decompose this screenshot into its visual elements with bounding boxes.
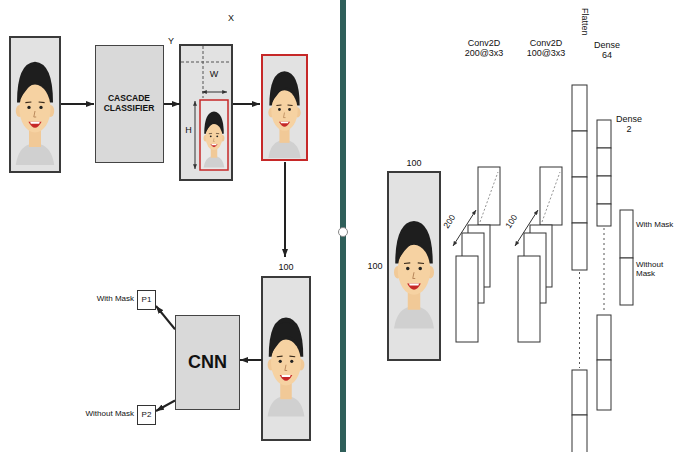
width-arrow: [202, 92, 227, 93]
detection-image: XYWH: [180, 45, 232, 180]
flow-arrow: [61, 103, 94, 105]
text-holder: With Mask: [636, 220, 678, 229]
neuron-cell: [597, 120, 611, 148]
text-holder: 200: [440, 211, 459, 233]
input-image-frame: [10, 37, 60, 172]
text-holder: With Mask: [70, 294, 134, 303]
feature-map: [478, 167, 500, 225]
dimension-label: 100: [367, 261, 382, 271]
layer-label: Dense 64: [594, 40, 620, 60]
class-label: With Mask: [636, 220, 673, 229]
flow-arrow: [164, 103, 181, 105]
feature-map: [456, 256, 478, 342]
flow-arrow: [240, 359, 262, 361]
flow-arrow: [156, 401, 175, 412]
text-holder: 100: [366, 261, 384, 271]
depth-label: 200: [441, 213, 457, 230]
output-name: P1: [142, 295, 152, 304]
depth-arrow: [453, 210, 476, 246]
face-image: 100: [262, 277, 310, 440]
face-picture: [268, 71, 300, 158]
ellipsis-line: [579, 272, 580, 368]
output-name: P2: [142, 410, 152, 419]
neuron-cell: [572, 177, 587, 223]
input-image-frame: [388, 172, 440, 360]
dimension-label: 100: [278, 262, 293, 272]
resized-face-frame: [262, 277, 310, 440]
cnn-box: CNN: [175, 315, 240, 410]
axis-label: Y: [168, 36, 174, 46]
dashed-guide: [181, 62, 230, 63]
class-label: Without Mask: [636, 260, 663, 278]
text-holder: Conv2D 100@3x3: [524, 38, 568, 59]
neuron-cell: [572, 370, 587, 415]
feature-map: [540, 167, 562, 225]
classifier-box: CASCADE CLASSIFIER: [95, 45, 164, 163]
ellipsis-line: [604, 228, 605, 313]
cropped-face-frame: [262, 55, 307, 160]
text-holder: W: [208, 69, 220, 79]
height-arrow: [195, 101, 196, 169]
text-holder: 100: [404, 158, 424, 168]
axis-label: X: [228, 13, 234, 23]
neuron-cell: [597, 204, 611, 226]
layer-label: Flatten: [580, 8, 590, 36]
depth-label: 100: [503, 213, 519, 230]
text-holder: Without Mask: [70, 409, 134, 418]
depth-arrow: [515, 210, 538, 246]
face-picture: [204, 112, 225, 168]
layer-label: Conv2D 100@3x3: [527, 38, 566, 58]
divider-handle: [339, 228, 348, 237]
neuron-cell: [620, 258, 633, 305]
text-holder: Dense 64: [592, 40, 622, 61]
face-picture: [16, 62, 54, 165]
dashed-guide: [542, 172, 560, 222]
neuron-cell: [597, 360, 611, 410]
dashed-guide: [203, 46, 204, 98]
neuron-cell: [572, 415, 587, 452]
layer-label: Conv2D 200@3x3: [465, 38, 504, 58]
panel-divider: [340, 0, 346, 452]
feature-map: [518, 256, 540, 342]
detection-rectangle: [200, 100, 228, 170]
axis-label: H: [185, 125, 192, 135]
neuron-cell: [572, 223, 587, 270]
text-holder: Dense 2: [614, 114, 644, 135]
face-picture: [268, 318, 305, 417]
neuron-cell: [597, 176, 611, 204]
neuron-cell: [572, 131, 587, 177]
text-holder: X: [224, 13, 238, 23]
box-title: CASCADE CLASSIFIER: [99, 94, 160, 114]
neuron-cell: [572, 85, 587, 131]
neuron-cell: [620, 210, 633, 258]
layer-label: Dense 2: [616, 114, 642, 134]
flow-arrow: [284, 162, 286, 257]
text-holder: Flatten: [580, 8, 590, 36]
dashed-guide: [480, 172, 498, 222]
dimension-label: 100: [406, 158, 421, 168]
text-holder: Conv2D 200@3x3: [462, 38, 506, 59]
detection-image-frame: [180, 45, 232, 180]
text-holder: Y: [165, 36, 177, 46]
text-holder: 100: [502, 211, 521, 233]
class-label: With Mask: [97, 294, 134, 303]
neuron-cell: [597, 148, 611, 176]
text-holder: 100: [274, 262, 298, 272]
output-box: P1: [137, 290, 156, 310]
text-holder: Without Mask: [636, 260, 678, 278]
axis-label: W: [210, 69, 219, 79]
neuron-cell: [597, 315, 611, 360]
box-title: CNN: [188, 352, 227, 373]
flow-arrow: [156, 306, 175, 329]
text-holder: H: [183, 125, 194, 135]
flow-arrow: [233, 103, 260, 105]
class-label: Without Mask: [86, 409, 134, 418]
output-box: P2: [137, 405, 156, 425]
face-picture: [394, 221, 434, 329]
